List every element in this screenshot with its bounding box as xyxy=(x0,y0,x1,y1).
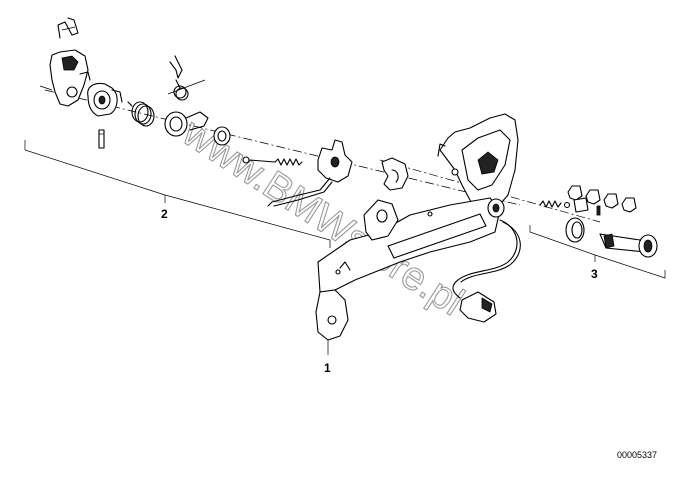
washer-part xyxy=(213,126,231,146)
lock-housing-part xyxy=(39,49,91,107)
torsion-spring-part xyxy=(167,55,206,101)
bracket-group-2 xyxy=(24,140,331,248)
cylinder-carrier-part xyxy=(87,82,123,117)
door-handle-assembly-part xyxy=(315,113,519,341)
cable-connector-part xyxy=(452,219,521,323)
cylinder-spring-part xyxy=(539,200,571,209)
bearing-bush-part xyxy=(381,157,409,191)
lock-cylinder-part xyxy=(599,233,658,258)
sealing-ring-part xyxy=(565,217,585,243)
callout-2: 2 xyxy=(161,207,168,221)
callout-3: 3 xyxy=(591,267,598,281)
pin-part xyxy=(98,129,105,149)
linkage-lever-part xyxy=(267,139,353,207)
bracket-group-3 xyxy=(529,225,666,279)
coil-spring-part xyxy=(127,101,155,127)
callout-1: 1 xyxy=(324,361,331,375)
retaining-clip-part xyxy=(57,17,79,39)
drive-disc-part xyxy=(164,111,209,137)
tumbler-plates-part xyxy=(567,185,637,216)
reference-number: 00005337 xyxy=(617,450,657,460)
tension-spring-part xyxy=(242,156,303,166)
